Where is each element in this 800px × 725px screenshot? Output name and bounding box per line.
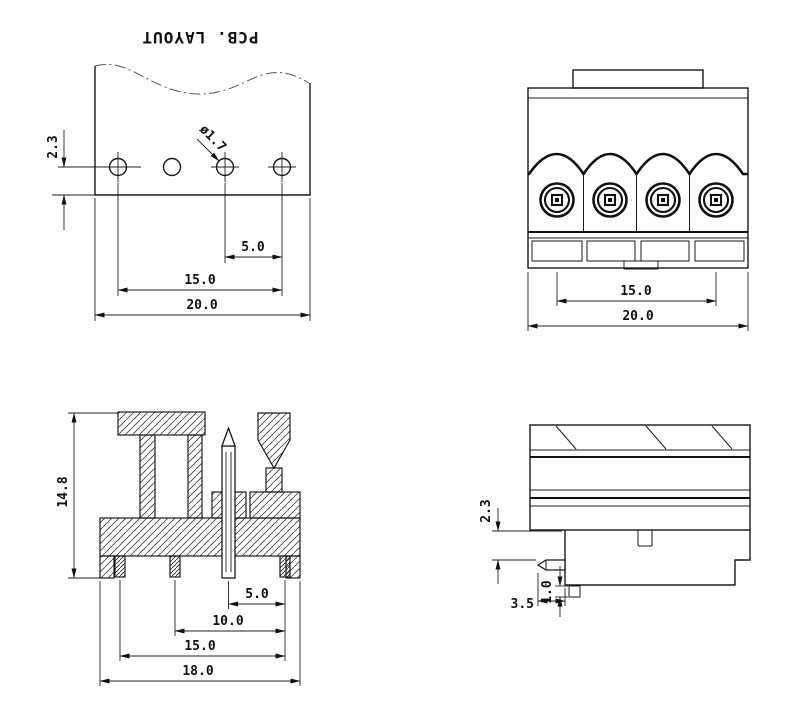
side-top-ribs [555,425,733,450]
hole-dia-leader [196,138,220,162]
section-dim-width-label: 18.0 [182,664,213,679]
solder-pin-4 [279,555,291,578]
drawing-title: PCB. LAYOUT [142,28,259,47]
side-center-slot [637,530,653,547]
pcb-extension-lines [94,183,311,321]
section-hatched-body [99,411,301,579]
side-dim-pin-length-label: 3.5 [511,597,534,612]
terminal-3 [645,182,681,218]
side-dim-offset: 2.3 [479,499,562,584]
section-center-pin [221,426,236,579]
pcb-hole-2 [162,157,182,177]
pcb-break-line [94,63,310,95]
side-view: 2.3 3.5 1.0 [479,424,751,617]
front-dim-span-label: 15.0 [620,284,651,299]
pcb-layout-view: PCB. LAYOUT ø1.7 2.3 [46,28,311,321]
section-view: 14.8 5.0 10.0 15.0 18.0 [56,411,301,686]
side-body-outline [529,424,751,531]
dim-hole-edge-label: 2.3 [46,135,61,158]
pcb-outline [94,66,311,196]
section-dim-p1-label: 5.0 [245,587,269,602]
dim-pitch-label: 5.0 [241,240,265,255]
dim-width-label: 20.0 [186,298,217,313]
side-dim-pin-length: 3.5 [511,573,566,612]
front-scallop-edge [527,152,748,177]
terminal-1 [539,182,575,218]
pcb-hole-3 [215,157,235,177]
front-terminals [539,182,734,218]
terminal-2 [592,182,628,218]
section-dim-p2-label: 10.0 [212,614,243,629]
pcb-hole-4 [272,157,292,177]
section-dim-p3-label: 15.0 [184,639,215,654]
front-body-outline [527,87,749,269]
front-dim-width-label: 20.0 [622,309,653,324]
solder-pin-1 [114,555,126,578]
front-view: 15.0 20.0 [527,69,749,331]
section-solder-pins [114,555,291,578]
pcb-hole-1 [108,157,128,177]
front-extension-lines [527,272,749,331]
terminal-4 [698,182,734,218]
side-dim-pin-width: 1.0 [540,566,568,617]
front-top-tab [572,69,704,89]
dim-span-label: 15.0 [184,273,215,288]
side-solder-pin [536,559,566,571]
section-dim-height-label: 14.8 [56,476,71,507]
dim-hole-edge: 2.3 [46,130,95,230]
section-extension-lines [99,580,301,686]
side-dim-pin-width-label: 1.0 [540,580,555,604]
front-bottom-segments [531,240,745,270]
section-dim-height: 14.8 [56,412,118,579]
side-lower-body [564,530,751,586]
solder-pin-2 [169,555,181,578]
pcb-holes [58,152,296,182]
side-dim-offset-label: 2.3 [479,499,494,522]
hole-diameter-label: ø1.7 [196,122,229,155]
side-pin-section-square [568,585,581,598]
